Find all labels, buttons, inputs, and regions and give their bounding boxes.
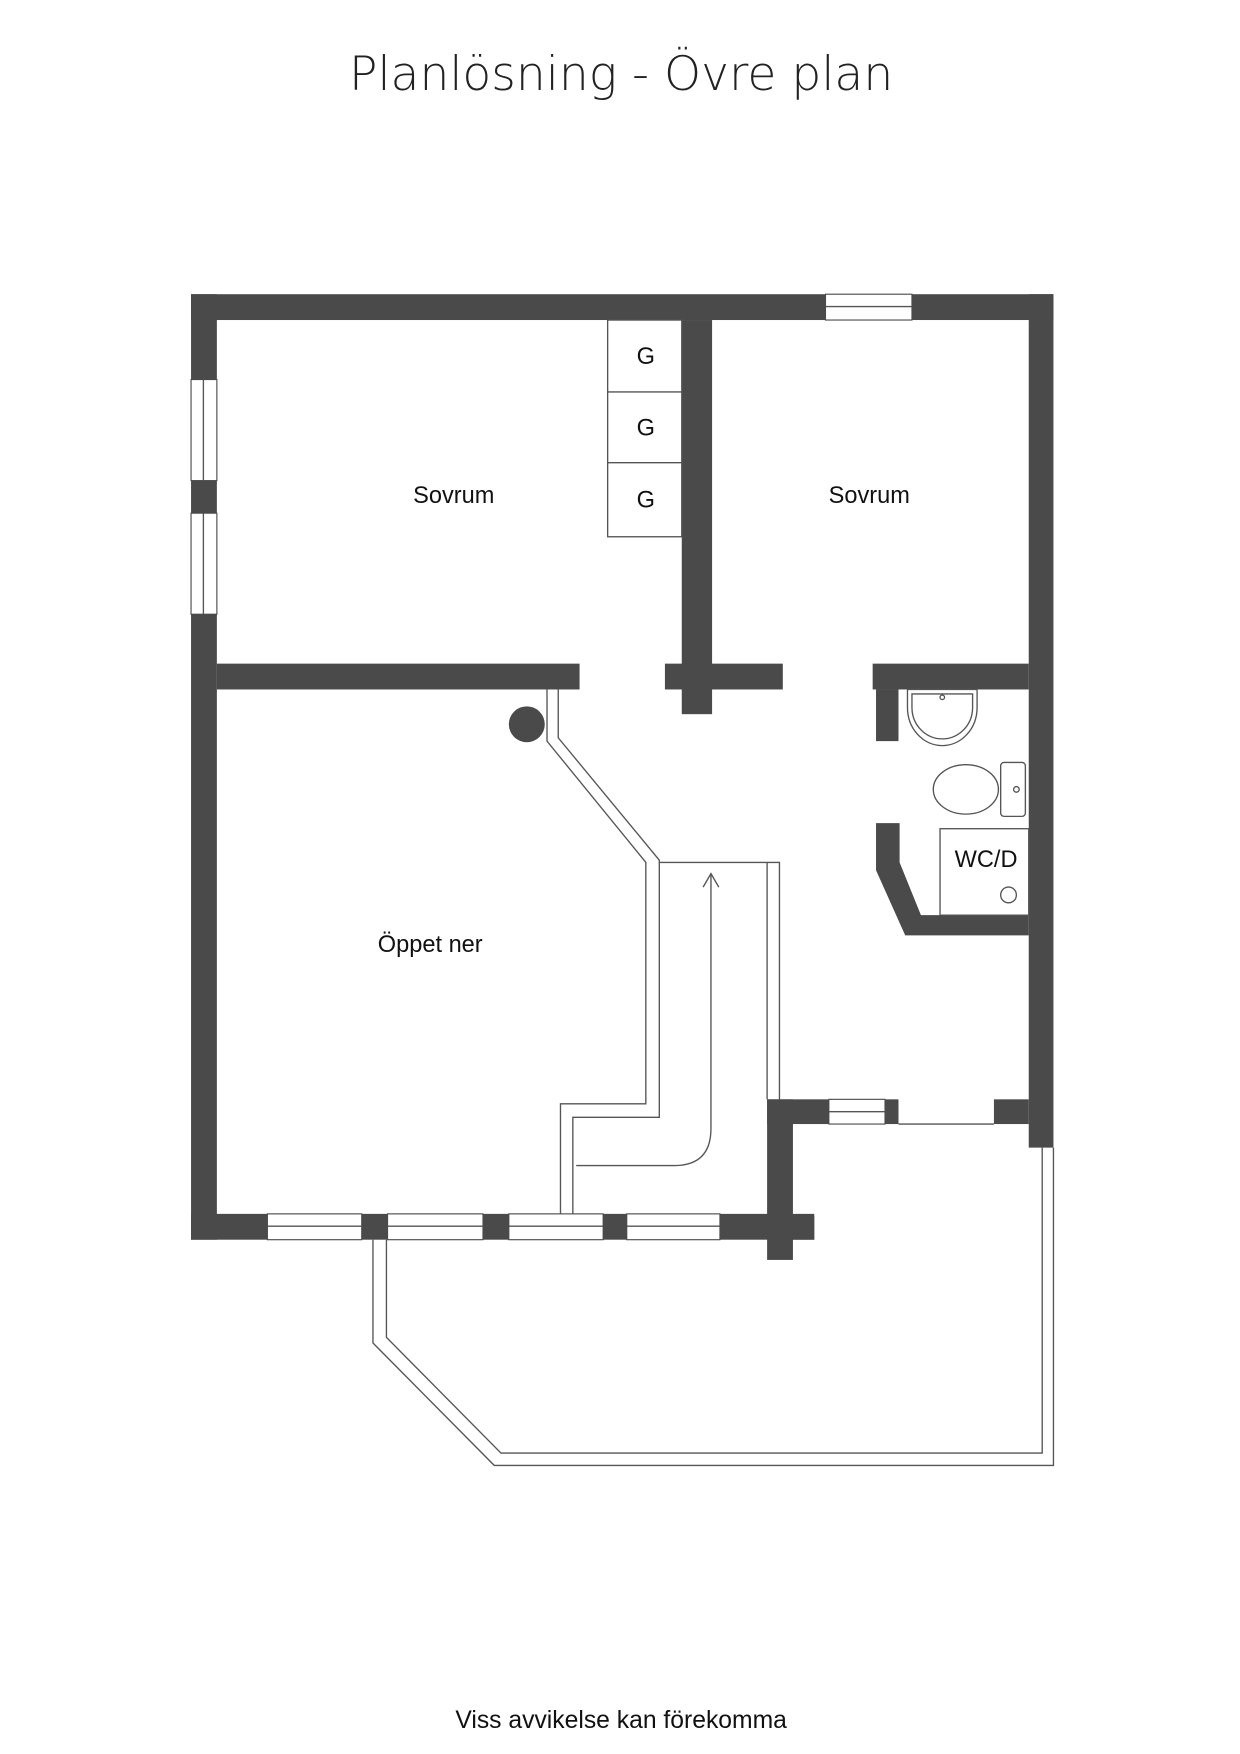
- page-title: Planlösning - Övre plan: [349, 46, 893, 102]
- bathroom-fixtures: [906, 688, 1030, 916]
- closets: G G G: [606, 319, 683, 538]
- room-label-open-below: Öppet ner: [378, 931, 483, 957]
- stair-railing: [546, 689, 781, 1214]
- closet-label: G: [637, 415, 655, 441]
- room-label-bedroom-right: Sovrum: [829, 482, 910, 508]
- arrow-head-icon: [702, 872, 720, 888]
- windows: [190, 293, 994, 1241]
- stair-arrow: [576, 873, 712, 1167]
- column: [508, 706, 545, 743]
- toilet-icon: [932, 764, 1000, 815]
- room-label-bedroom-left: Sovrum: [413, 482, 494, 508]
- balcony: [372, 1147, 1055, 1467]
- drain-icon: [999, 886, 1018, 904]
- room-label-wc: WC/D: [955, 846, 1018, 872]
- disclaimer: Viss avvikelse kan förekomma: [455, 1707, 787, 1734]
- sink-icon: [906, 688, 978, 747]
- closet-label: G: [637, 487, 655, 513]
- walls: [191, 294, 1054, 1260]
- closet-label: G: [637, 343, 655, 369]
